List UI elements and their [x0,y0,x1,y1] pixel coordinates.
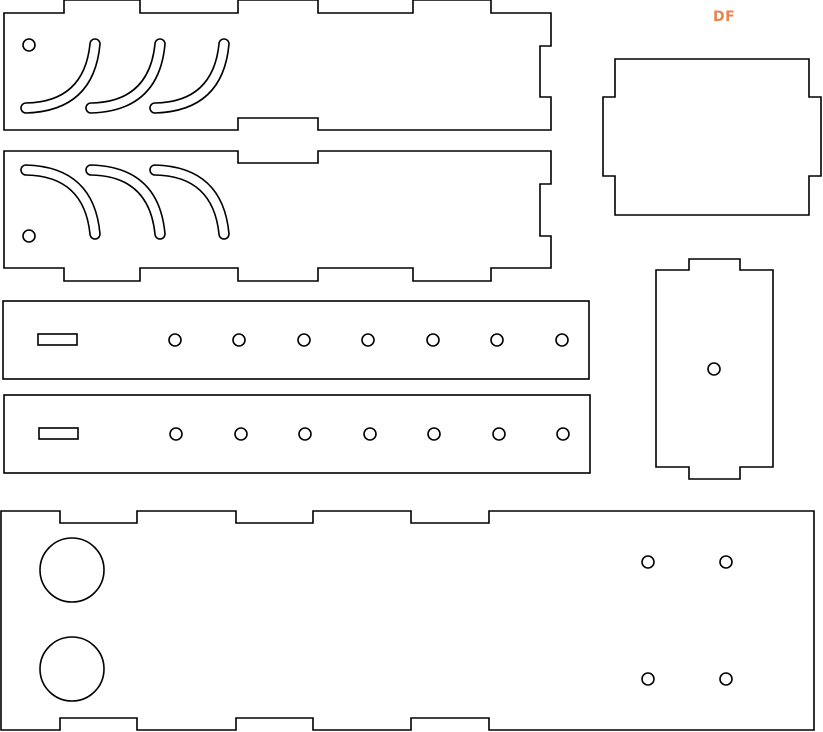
small-hole [168,333,182,347]
end-plate-small [655,258,774,480]
logo-text: DF [713,9,736,25]
end-plate-small-outline [655,258,774,480]
small-hole [363,427,377,441]
curved-slot [149,164,230,240]
large-hole [39,537,105,603]
rect-slot [38,427,79,440]
small-hole [707,362,721,376]
curved-slot [85,164,166,240]
small-hole [556,427,570,441]
strip-1 [2,300,590,380]
curved-slot [85,38,166,114]
end-plate [602,58,822,216]
base-plate [0,510,815,731]
small-hole [492,427,506,441]
small-hole [719,555,733,569]
mount-hole [22,38,36,52]
small-hole [427,427,441,441]
small-hole [232,333,246,347]
side-panel-bottom [3,150,552,282]
small-hole [719,672,733,686]
small-hole [234,427,248,441]
strip-1-outline [2,300,590,380]
small-hole [641,672,655,686]
strip-2-outline [3,394,591,474]
end-plate-outline [602,58,822,216]
base-plate-outline [0,510,815,731]
small-hole [169,427,183,441]
small-hole [490,333,504,347]
side-panel-top-outline [3,0,552,131]
mount-hole [22,229,36,243]
strip-2 [3,394,591,474]
side-panel-top [3,0,552,131]
small-hole [641,555,655,569]
small-hole [361,333,375,347]
curved-slot [20,164,101,240]
small-hole [555,333,569,347]
curved-slot [149,38,230,114]
rect-slot [37,333,78,346]
small-hole [298,427,312,441]
side-panel-bottom-outline [3,150,552,282]
small-hole [297,333,311,347]
curved-slot [20,38,101,114]
large-hole [39,636,105,702]
small-hole [426,333,440,347]
